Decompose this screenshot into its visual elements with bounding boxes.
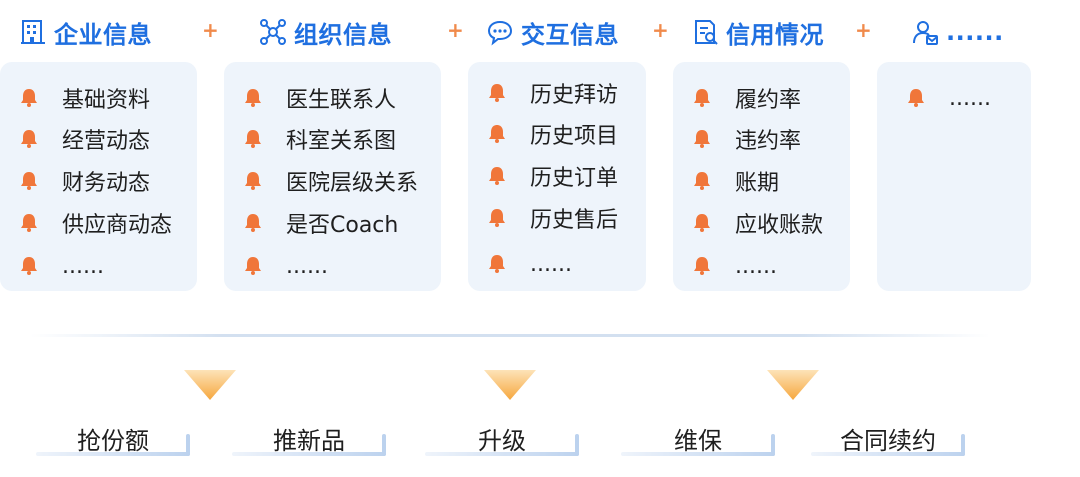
bell-icon: [489, 255, 505, 273]
bell-icon: [694, 257, 710, 275]
header-title: 企业信息: [54, 20, 152, 49]
list-item: 历史订单: [486, 162, 618, 191]
divider: [30, 334, 990, 337]
list-item: 是否Coach: [242, 209, 398, 238]
down-arrow-icon: [184, 370, 236, 400]
plus-sign: +: [652, 18, 669, 42]
bell-icon: [694, 89, 710, 107]
header-enterprise: 企业信息: [18, 12, 152, 52]
list-item: ......: [486, 250, 572, 278]
bell-icon: [245, 89, 261, 107]
card-interaction: 历史拜访 历史项目 历史订单 历史售后 ......: [468, 62, 646, 291]
list-item: 履约率: [691, 84, 801, 113]
list-item: 应收账款: [691, 209, 823, 238]
down-arrow-icon: [484, 370, 536, 400]
header-interaction: 交互信息: [485, 12, 619, 52]
list-item: 历史项目: [486, 120, 618, 149]
bell-icon: [245, 130, 261, 148]
bell-icon: [21, 257, 37, 275]
list-item: ......: [242, 252, 328, 280]
network-icon: [258, 17, 288, 47]
bell-icon: [489, 209, 505, 227]
bell-icon: [908, 89, 924, 107]
list-item: 财务动态: [18, 167, 150, 196]
bell-icon: [489, 84, 505, 102]
list-item: ......: [905, 84, 991, 112]
header-more: ......: [910, 12, 1004, 52]
card-enterprise: 基础资料 经营动态 财务动态 供应商动态 ......: [0, 62, 197, 291]
header-credit: 信用情况: [690, 12, 824, 52]
header-title: 交互信息: [521, 20, 619, 49]
outcome-label: 升级: [425, 420, 579, 456]
header-title: 信用情况: [726, 20, 824, 49]
list-item: 科室关系图: [242, 125, 396, 154]
person-icon: [910, 17, 940, 47]
outcome-label: 维保: [621, 420, 775, 456]
outcome-label: 抢份额: [36, 420, 190, 456]
plus-sign: +: [855, 18, 872, 42]
bell-icon: [21, 172, 37, 190]
list-item: ......: [691, 252, 777, 280]
list-item: 基础资料: [18, 84, 150, 113]
bell-icon: [21, 130, 37, 148]
card-more: ......: [877, 62, 1031, 291]
bell-icon: [245, 257, 261, 275]
down-arrow-icon: [767, 370, 819, 400]
card-organization: 医生联系人 科室关系图 医院层级关系 是否Coach ......: [224, 62, 441, 291]
header-title: 组织信息: [294, 20, 392, 49]
bell-icon: [694, 214, 710, 232]
bell-icon: [694, 130, 710, 148]
plus-sign: +: [447, 18, 464, 42]
bell-icon: [21, 214, 37, 232]
list-item: 账期: [691, 167, 779, 196]
card-credit: 履约率 违约率 账期 应收账款 ......: [673, 62, 850, 291]
outcome-label: 推新品: [232, 420, 386, 456]
plus-sign: +: [202, 18, 219, 42]
list-item: 违约率: [691, 125, 801, 154]
bell-icon: [21, 89, 37, 107]
credit-doc-icon: [690, 17, 720, 47]
building-icon: [18, 17, 48, 47]
bell-icon: [694, 172, 710, 190]
bell-icon: [245, 172, 261, 190]
bell-icon: [245, 214, 261, 232]
list-item: 供应商动态: [18, 209, 172, 238]
bell-icon: [489, 125, 505, 143]
list-item: 历史拜访: [486, 79, 618, 108]
header-organization: 组织信息: [258, 12, 392, 52]
list-item: 经营动态: [18, 125, 150, 154]
list-item: ......: [18, 252, 104, 280]
bell-icon: [489, 167, 505, 185]
chat-icon: [485, 17, 515, 47]
list-item: 医生联系人: [242, 84, 396, 113]
list-item: 医院层级关系: [242, 167, 418, 196]
outcome-label: 合同续约: [811, 420, 965, 456]
list-item: 历史售后: [486, 204, 618, 233]
header-title: ......: [946, 18, 1004, 46]
